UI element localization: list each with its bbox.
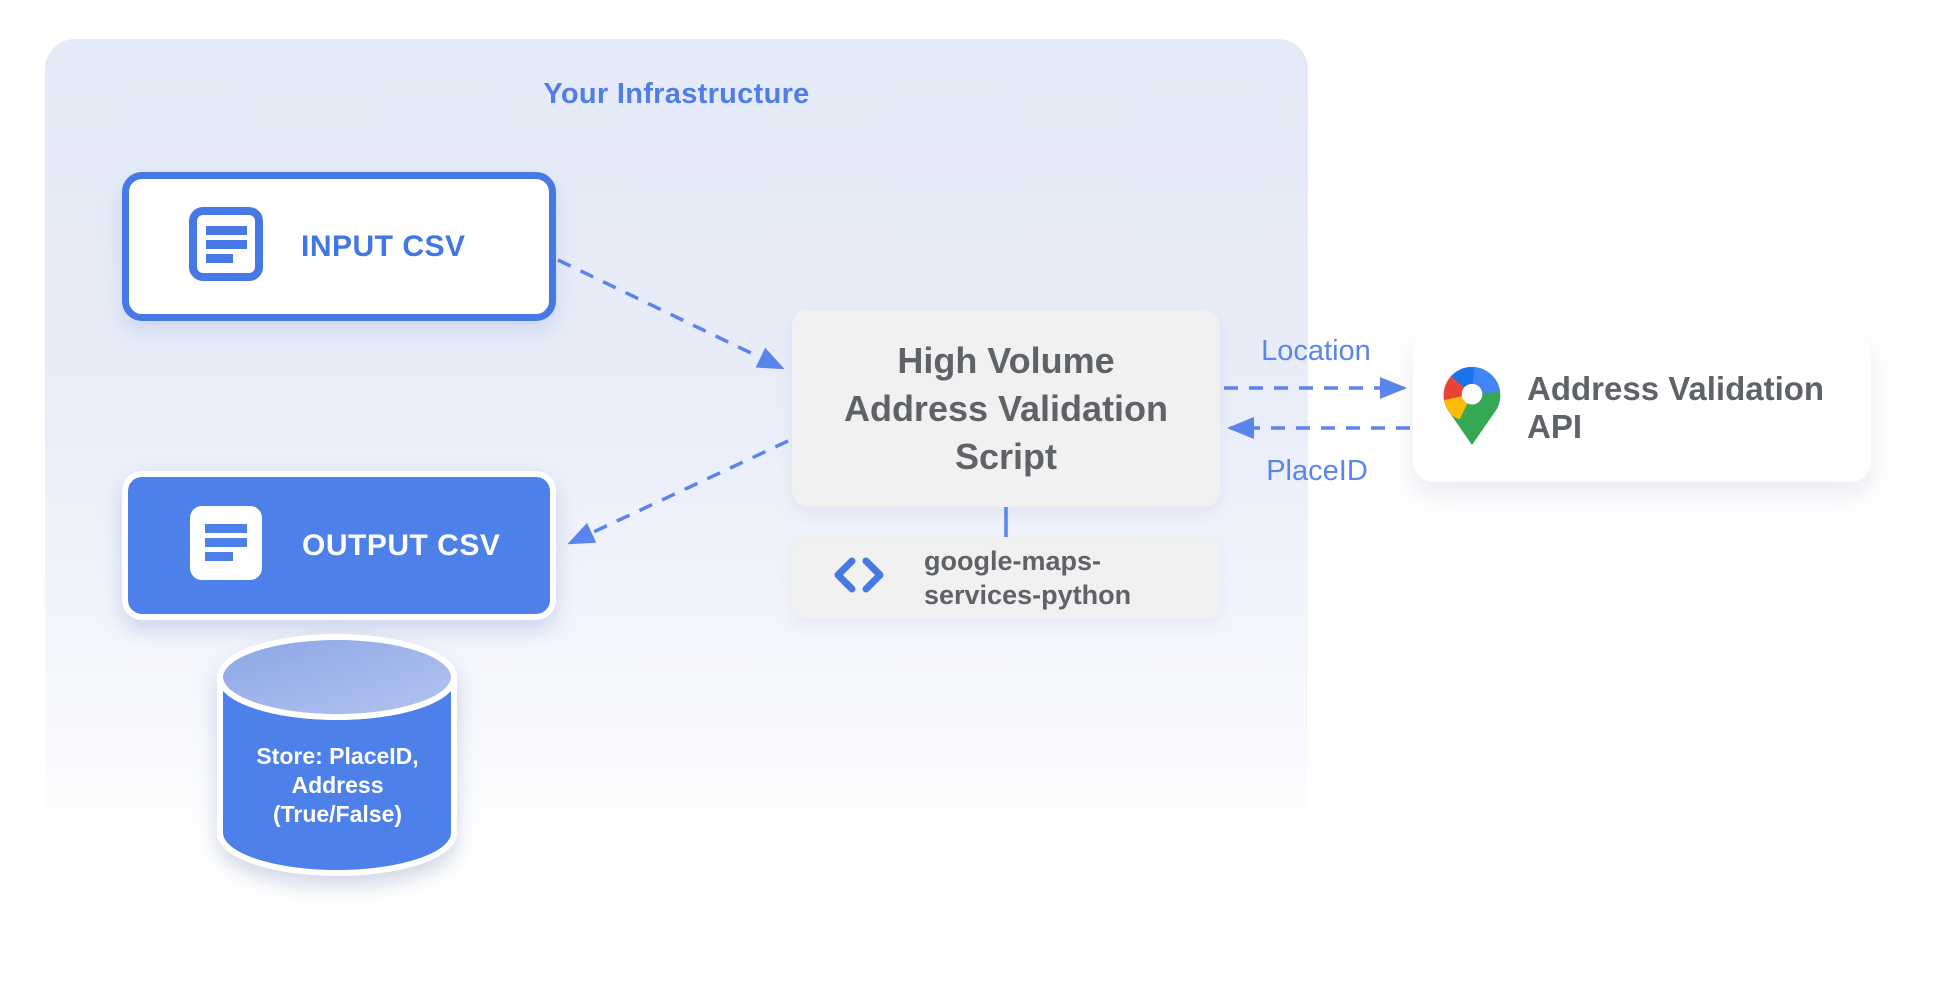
datastore-line-3: (True/False): [272, 801, 403, 827]
document-icon: [190, 506, 262, 585]
script-line-2: Address Validation: [843, 387, 1169, 429]
datastore-label: Store: PlaceID, Address (True/False): [220, 742, 455, 829]
script-label: High Volume Address Validation Script: [844, 337, 1168, 481]
library-line-2: services-python: [924, 579, 1132, 610]
script-line-1: High Volume: [897, 339, 1115, 381]
api-node: Address Validation API: [1413, 334, 1871, 482]
infrastructure-title: Your Infrastructure: [543, 78, 810, 110]
api-label: Address Validation API: [1527, 370, 1825, 445]
maps-pin-icon: [1443, 366, 1501, 450]
input-csv-node: INPUT CSV: [122, 172, 556, 321]
script-node: High Volume Address Validation Script: [792, 310, 1220, 507]
location-edge-label: Location: [1261, 335, 1371, 367]
library-node: google-maps- services-python: [792, 537, 1220, 618]
output-csv-node: OUTPUT CSV: [122, 471, 556, 620]
library-line-1: google-maps-: [924, 545, 1102, 576]
datastore-cylinder: [205, 628, 469, 880]
output-csv-label: OUTPUT CSV: [302, 528, 501, 562]
datastore-line-2: Address: [291, 772, 384, 798]
script-line-3: Script: [954, 435, 1058, 477]
library-label: google-maps- services-python: [924, 544, 1131, 612]
input-csv-label: INPUT CSV: [301, 229, 466, 263]
code-icon: [833, 556, 885, 599]
document-icon: [189, 207, 263, 286]
datastore-line-1: Store: PlaceID,: [256, 743, 419, 769]
placeid-edge-label: PlaceID: [1266, 455, 1368, 487]
